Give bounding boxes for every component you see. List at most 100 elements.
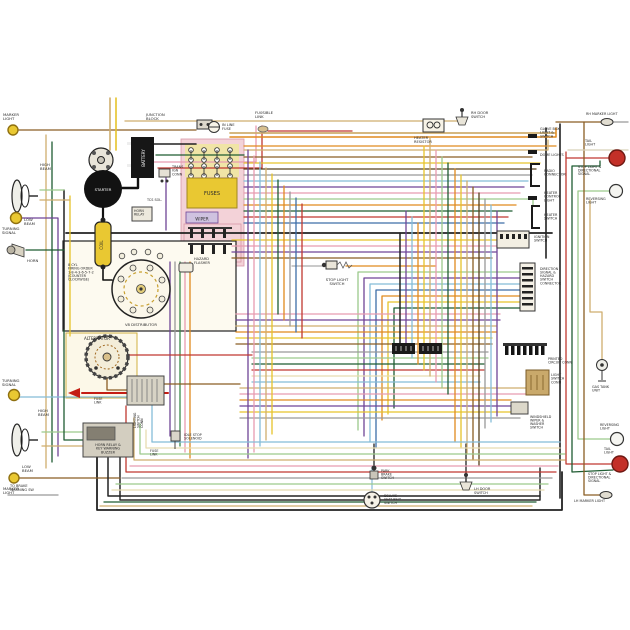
radio-connector (530, 163, 540, 187)
starter-label: STARTER (95, 187, 112, 192)
horn-relay-buzzer-box (82, 422, 134, 458)
starter-solenoid (88, 147, 114, 173)
stop-light-switch (321, 260, 353, 270)
wire (96, 437, 563, 511)
marker-light-lower (8, 472, 20, 484)
wire (393, 307, 521, 409)
distributor-label: V8 DISTRIBUTOR (125, 322, 157, 327)
wire (375, 289, 521, 449)
red-arrow (68, 388, 80, 398)
idle-stop-solenoid (170, 430, 181, 449)
lh-door-switch (459, 473, 473, 491)
wire (369, 283, 521, 443)
fuses-label: FUSES (204, 191, 220, 197)
alternator (84, 334, 130, 380)
headlight-lower (11, 423, 38, 457)
turn-signal-upper (9, 211, 23, 225)
wire (243, 139, 549, 151)
seat-belt-connector (363, 491, 381, 509)
wiper-washer-switch (510, 401, 529, 415)
wire (107, 457, 541, 497)
wire (139, 423, 566, 455)
wire (102, 265, 113, 281)
reversing-light-lower (609, 431, 625, 447)
hazard-flasher (178, 262, 194, 273)
marker-light-upper (7, 124, 19, 136)
wire (229, 127, 557, 138)
trans-ign-connector (158, 168, 171, 183)
wire (145, 429, 561, 449)
rh-door-switch (455, 108, 469, 126)
alternator-label: ALTERNATOR (84, 336, 110, 341)
in-line-fuse (208, 121, 220, 133)
bulkhead-connector (392, 343, 442, 354)
battery (127, 137, 154, 178)
switch-pins (188, 227, 232, 254)
heater-resistor (422, 118, 445, 133)
glove-box-pin (528, 134, 537, 138)
reversing-light-upper (608, 183, 624, 199)
wire (63, 329, 84, 441)
tcs-label: TCS SOL. (146, 198, 162, 202)
voltage-regulator (126, 375, 165, 406)
lh-marker-light (599, 491, 613, 499)
wire (387, 301, 521, 415)
printed-circuit-connector (503, 343, 547, 355)
wire (357, 271, 521, 431)
rh-marker-light (600, 118, 614, 126)
dome-light-pin (528, 150, 537, 154)
wire (577, 190, 611, 440)
horn-label: HORN (27, 258, 38, 263)
heater-switch-connector (531, 205, 540, 229)
dome-lights-label: DOME LIGHTS (540, 153, 564, 157)
direction-signal-connector (519, 262, 536, 312)
lh-marker-light-label: LH MARKER LIGHT (574, 499, 606, 503)
coil-label: COIL (99, 240, 104, 250)
rh-marker-light-label: RH MARKER LIGHT (586, 112, 618, 116)
fusible-link (257, 125, 269, 133)
heater-control-pin (528, 196, 537, 200)
wire (151, 125, 257, 163)
fuse-glyphs (188, 147, 233, 179)
tail-light-upper (608, 149, 626, 167)
park-brake-switch (369, 465, 379, 480)
horn (6, 243, 25, 258)
tail-light-lower (611, 455, 629, 473)
light-switch-connector (525, 369, 550, 396)
wiper-box (185, 211, 219, 224)
